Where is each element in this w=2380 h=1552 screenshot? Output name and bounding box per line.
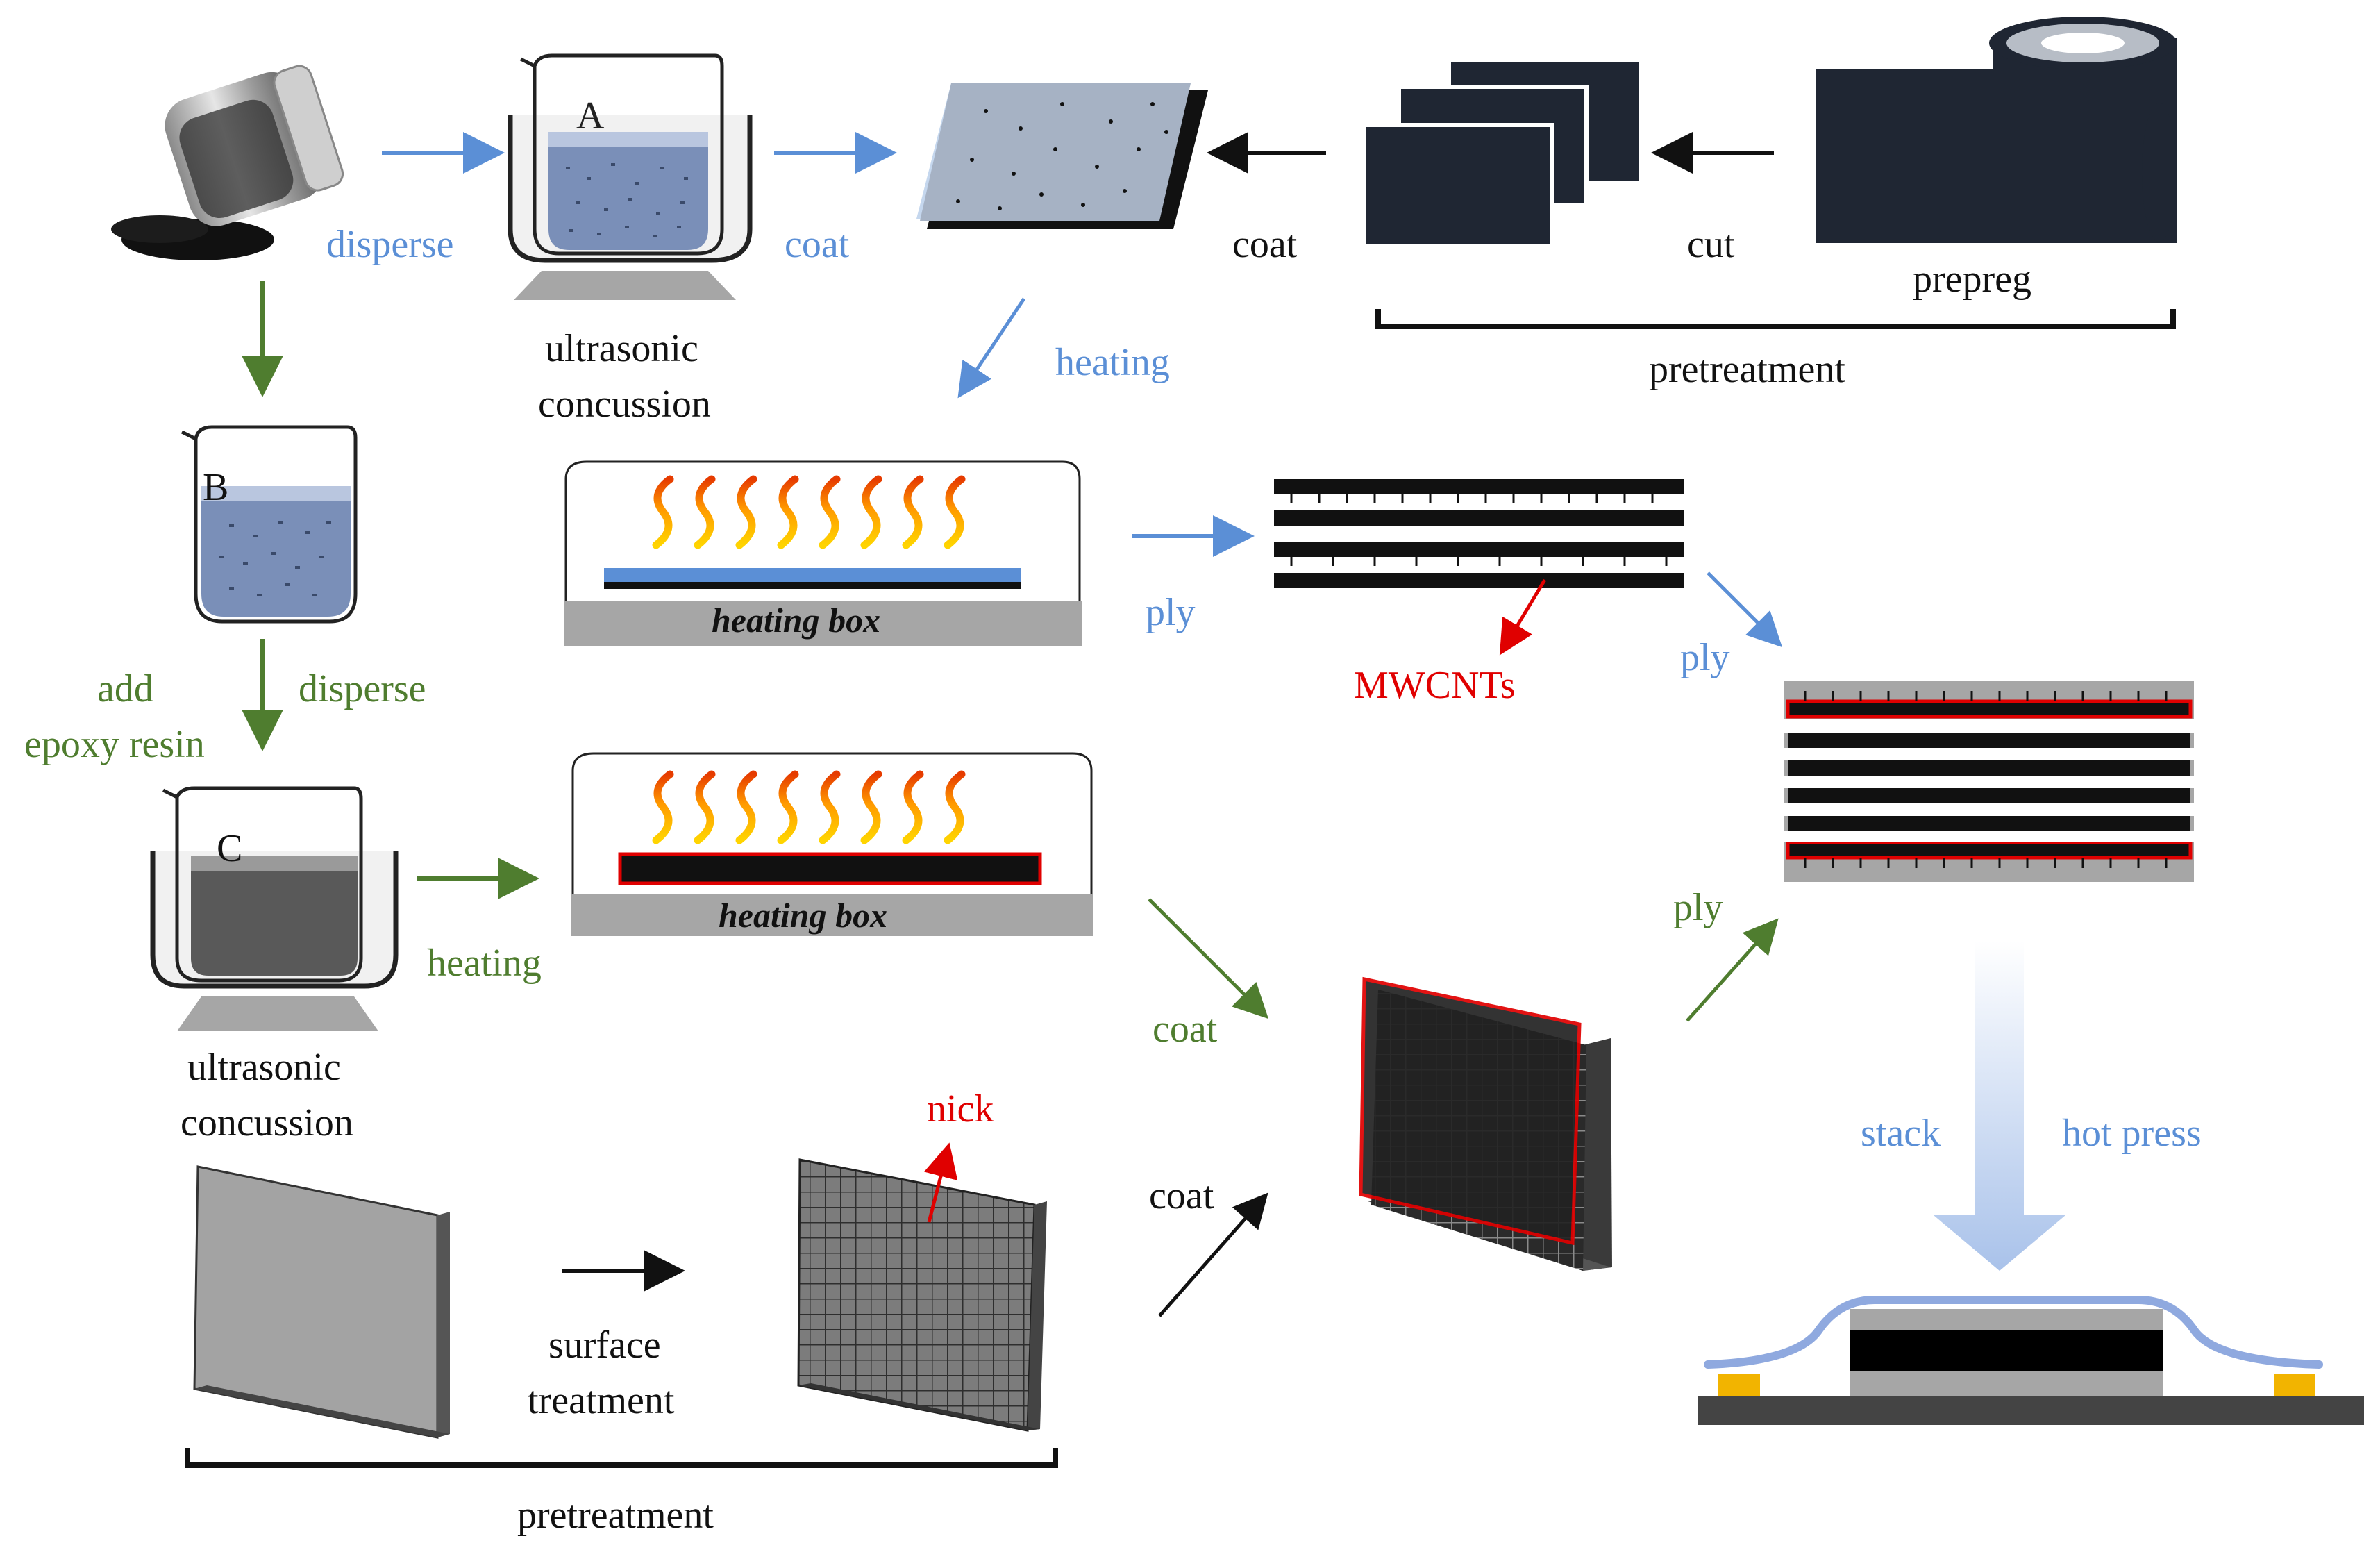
label-ply-1: ply — [1146, 591, 1196, 634]
label-pretreatment-bottom: pretreatment — [517, 1494, 714, 1537]
plain-plate — [193, 1165, 450, 1439]
label-heating-blue: heating — [1055, 341, 1170, 384]
label-surface-2: treatment — [528, 1379, 675, 1422]
label-coat-blue: coat — [785, 223, 850, 266]
arrow-nick — [923, 1142, 958, 1223]
label-pretreatment-top: pretreatment — [1649, 348, 1845, 391]
label-add-1: add — [97, 667, 153, 710]
beaker-b — [181, 425, 358, 624]
coated-grid-plate — [1359, 976, 1612, 1271]
label-cut: cut — [1687, 223, 1735, 266]
ply-stack-mwcnts — [1274, 479, 1684, 588]
label-nick: nick — [927, 1087, 994, 1130]
label-heating-box-2: heating box — [719, 896, 887, 935]
prepreg-roll — [1816, 17, 2177, 243]
bracket-pretreatment-top — [1375, 309, 2176, 329]
beaker-c-ultrasonic — [150, 786, 399, 1031]
label-ultrasonic-top-2: concussion — [538, 383, 711, 426]
arrow-coat-green — [1148, 898, 1269, 1019]
arrow-mwcnts — [1499, 578, 1547, 656]
label-disperse-top: disperse — [326, 223, 454, 266]
beaker-a-ultrasonic — [508, 53, 753, 300]
label-hot-press: hot press — [2062, 1112, 2202, 1155]
arrow-coat-black-bottom — [1158, 1192, 1268, 1317]
label-ultrasonic-bot-2: concussion — [181, 1101, 353, 1144]
nicked-grid-plate — [797, 1158, 1047, 1432]
label-coat-black-bottom: coat — [1149, 1174, 1214, 1217]
beaker-c-letter: C — [217, 827, 242, 870]
cut-prepreg-sheets — [1362, 62, 1639, 249]
arrow-stack-hot-press — [1934, 941, 2065, 1271]
final-laminate-stack — [1784, 681, 2194, 882]
label-ultrasonic-bot-1: ultrasonic — [187, 1046, 341, 1089]
label-ultrasonic-top-1: ultrasonic — [545, 327, 698, 370]
label-ply-2: ply — [1680, 636, 1730, 679]
coated-sheet-top — [916, 83, 1208, 229]
arrow-heating-blue — [957, 297, 1026, 399]
label-coat-green: coat — [1153, 1008, 1218, 1051]
arrow-ply-2 — [1707, 571, 1783, 648]
cnt-powder-jar — [111, 65, 344, 260]
label-surface-1: surface — [548, 1324, 661, 1367]
label-coat-top-black: coat — [1232, 223, 1298, 266]
beaker-a-letter: A — [576, 94, 605, 137]
label-add-2: epoxy resin — [24, 723, 205, 766]
bracket-pretreatment-bottom — [185, 1448, 1058, 1468]
beaker-b-letter: B — [203, 466, 228, 509]
heating-box-2 — [571, 752, 1093, 936]
label-mwcnts: MWCNTs — [1354, 664, 1516, 707]
hot-press-assembly — [1698, 1296, 2364, 1425]
label-heating-green: heating — [427, 942, 542, 985]
heating-box-1 — [564, 460, 1082, 646]
label-heating-box-1: heating box — [712, 601, 880, 640]
label-disperse-green: disperse — [299, 667, 426, 710]
label-stack: stack — [1861, 1112, 1941, 1155]
label-ply-3: ply — [1673, 886, 1723, 929]
label-prepreg: prepreg — [1913, 258, 2031, 301]
arrow-ply-3 — [1686, 918, 1779, 1022]
